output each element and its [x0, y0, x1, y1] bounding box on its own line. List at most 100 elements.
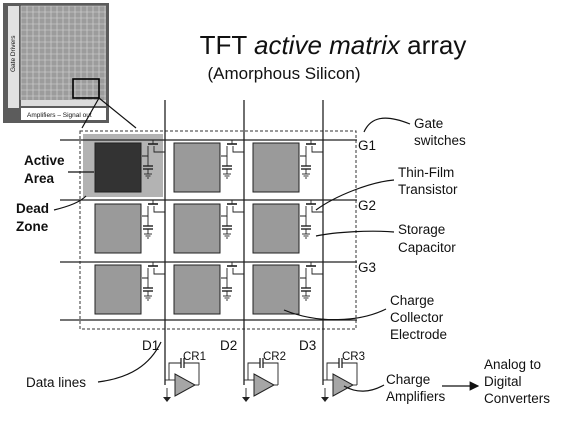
inset-gate-drivers-label: Gate Drivers [10, 35, 17, 72]
tft-drain [311, 206, 323, 213]
svg-text:Charge: Charge [390, 293, 434, 308]
svg-text:Zone: Zone [16, 219, 49, 234]
tft-drain [153, 206, 165, 213]
tft-drain [311, 146, 323, 153]
callout-adc: Analog to Digital Converters [484, 357, 550, 406]
tft-source [300, 268, 307, 279]
pixel-electrode-r2-c1 [94, 203, 142, 254]
callout-storage-capacitor: Storage Capacitor [315, 222, 456, 255]
feedback-wire [247, 362, 260, 380]
data-label-d3: D3 [299, 338, 316, 353]
callout-charge-collector: Charge Collector Electrode [283, 293, 447, 342]
tft-cell-r1-c3 [300, 140, 323, 179]
amplifier-triangle [332, 373, 355, 397]
tft-source [221, 146, 228, 157]
inset-signal-strip [21, 108, 106, 120]
svg-text:Converters: Converters [484, 391, 550, 406]
tft-cell-r2-c2 [221, 200, 244, 239]
amp-label-cr2: CR2 [263, 351, 286, 363]
amplifier-triangle [253, 373, 276, 397]
amplifier-ground-arrow [321, 397, 329, 402]
gate-label-g3: G3 [358, 260, 376, 275]
pixel-electrode-r3-c2 [173, 264, 221, 315]
tft-drain [232, 146, 244, 153]
amplifier-1 [163, 358, 200, 402]
svg-text:Charge: Charge [386, 372, 430, 387]
svg-text:Analog to: Analog to [484, 357, 541, 372]
tft-source [300, 206, 307, 217]
tft-drain [153, 146, 165, 153]
page-title: TFT active matrix array [200, 30, 467, 60]
amplifier-ground-arrow [163, 397, 171, 402]
tft-cell-r3-c3 [300, 262, 323, 301]
svg-text:Active: Active [24, 153, 65, 168]
pixel-electrode-r1-c2 [173, 142, 221, 193]
tft-source [221, 268, 228, 279]
tft-drain [311, 268, 323, 275]
pixel-electrode-r1-c3 [252, 142, 300, 193]
tft-source [300, 146, 307, 157]
pixel-electrode-r1-c1 [94, 142, 142, 193]
pixel-electrode-r2-c2 [173, 203, 221, 254]
inset-gate-driver-strip [8, 6, 19, 108]
callout-gate-switches: Gate switches [363, 116, 466, 148]
tft-switches [142, 140, 323, 301]
pixel-electrode-r3-c1 [94, 264, 142, 315]
svg-text:switches: switches [414, 133, 466, 148]
tft-cell-r1-c1 [142, 140, 165, 179]
pixel-electrode-r3-c3 [252, 264, 300, 315]
amp-label-cr3: CR3 [342, 351, 365, 363]
amp-label-cr1: CR1 [183, 351, 206, 363]
callout-thin-film-transistor: Thin-Film Transistor [315, 165, 458, 211]
page-subtitle: (Amorphous Silicon) [207, 64, 360, 83]
inset-zoom-box [72, 78, 100, 99]
tft-source [221, 206, 228, 217]
charge-amplifiers [163, 358, 358, 402]
pixel-matrix [94, 142, 300, 315]
panel-inset: Gate Drivers Amplifiers – Signal out [3, 3, 109, 123]
svg-text:Storage: Storage [398, 222, 445, 237]
inset-amplifier-strip [21, 100, 106, 106]
tft-drain [232, 268, 244, 275]
svg-text:Transistor: Transistor [398, 182, 458, 197]
amplifier-ground-arrow [242, 397, 250, 402]
amplifier-triangle [174, 373, 197, 397]
svg-text:Gate: Gate [414, 116, 443, 131]
tft-cell-r2-c3 [300, 200, 323, 239]
svg-text:Data lines: Data lines [26, 375, 86, 390]
callout-active-area: Active Area [24, 153, 94, 186]
inset-amplifiers-label: Amplifiers – Signal out [27, 112, 92, 119]
callout-data-lines: Data lines [26, 341, 162, 390]
svg-text:Digital: Digital [484, 374, 522, 389]
zoom-line-right [81, 97, 100, 129]
feedback-wire [168, 362, 181, 380]
tft-source [142, 268, 149, 279]
tft-cell-r3-c2 [221, 262, 244, 301]
amplifier-2 [242, 358, 279, 402]
tft-drain [232, 206, 244, 213]
zoom-line-left [98, 97, 137, 129]
data-label-d1: D1 [142, 338, 159, 353]
svg-text:Thin-Film: Thin-Film [398, 165, 454, 180]
gate-label-g1: G1 [358, 138, 376, 153]
inset-grid [20, 5, 106, 100]
inset-pixel-matrix [21, 6, 106, 100]
array-boundary [79, 130, 357, 330]
callout-charge-amplifiers: Charge Amplifiers [343, 372, 446, 404]
svg-text:Dead: Dead [16, 201, 49, 216]
feedback-wire [184, 362, 200, 385]
svg-text:Area: Area [24, 171, 55, 186]
feedback-wire [342, 362, 358, 385]
pixel-electrode-r2-c3 [252, 203, 300, 254]
feedback-wire [263, 362, 279, 385]
tft-cell-r3-c1 [142, 262, 165, 301]
callout-dead-zone: Dead Zone [16, 195, 87, 234]
svg-text:Collector: Collector [390, 310, 444, 325]
svg-text:Amplifiers: Amplifiers [386, 389, 446, 404]
tft-drain [153, 268, 165, 275]
amplifier-3 [321, 358, 358, 402]
svg-text:Capacitor: Capacitor [398, 240, 456, 255]
svg-text:Electrode: Electrode [390, 327, 447, 342]
data-label-d2: D2 [220, 338, 237, 353]
